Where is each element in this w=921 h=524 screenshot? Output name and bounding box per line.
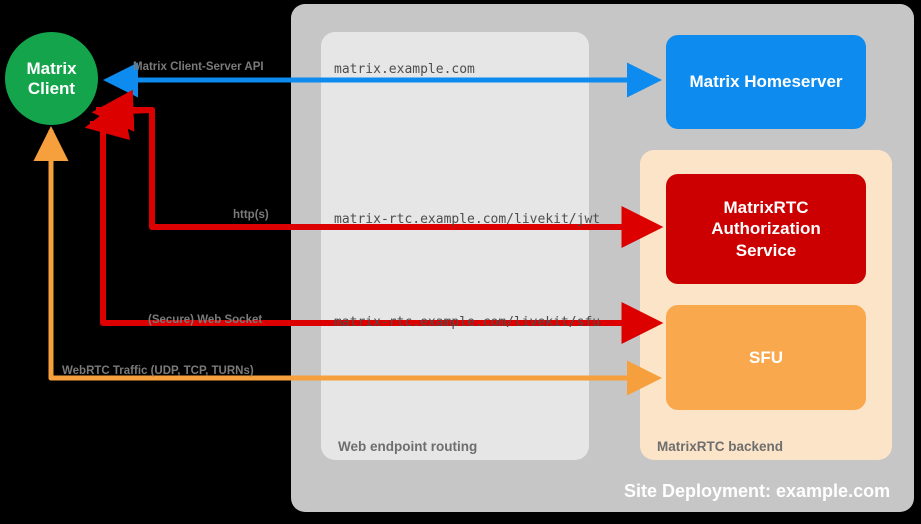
auth-service-label-line2: Authorization xyxy=(711,219,821,239)
matrix-client-label-line1: Matrix xyxy=(26,58,77,78)
auth-service-label-line3: Service xyxy=(735,240,797,260)
edge-webrtc-traffic xyxy=(33,125,663,396)
web-endpoint-routing-caption: Web endpoint routing xyxy=(338,439,478,454)
edge-label-http: http(s) xyxy=(233,209,269,221)
edge-jwt-http xyxy=(91,89,664,248)
matrix-homeserver-label: Matrix Homeserver xyxy=(689,72,843,91)
node-matrix-client[interactable]: Matrix Client xyxy=(5,32,98,125)
auth-service-label-line1: MatrixRTC xyxy=(723,198,809,218)
edge-label-web-socket: (Secure) Web Socket xyxy=(148,314,263,326)
matrixrtc-backend-caption: MatrixRTC backend xyxy=(657,439,784,454)
edge-label-client-server-api: Matrix Client-Server API xyxy=(133,61,264,73)
site-deployment-caption: Site Deployment: example.com xyxy=(624,481,891,501)
edge-label-webrtc-traffic: WebRTC Traffic (UDP, TCP, TURNs) xyxy=(62,365,254,377)
endpoint-url-jwt: matrix-rtc.example.com/livekit/jwt xyxy=(334,212,601,227)
sfu-label: SFU xyxy=(749,347,783,367)
node-matrix-homeserver[interactable]: Matrix Homeserver xyxy=(666,35,866,129)
node-matrixrtc-authorization-service[interactable]: MatrixRTC Authorization Service xyxy=(666,174,866,284)
web-endpoint-routing-panel xyxy=(321,32,589,460)
endpoint-url-sfu: matrix-rtc.example.com/livekit/sfu xyxy=(334,315,601,330)
endpoint-url-matrix: matrix.example.com xyxy=(334,62,475,77)
matrix-client-label-line2: Client xyxy=(27,78,76,98)
edge-sfu-websocket xyxy=(84,98,664,344)
node-sfu[interactable]: SFU xyxy=(666,305,866,410)
